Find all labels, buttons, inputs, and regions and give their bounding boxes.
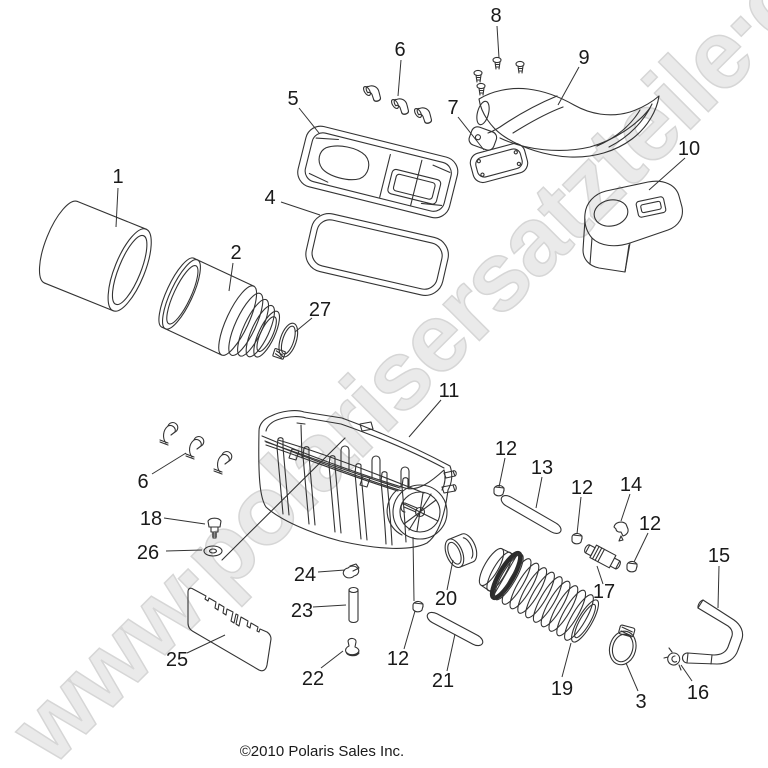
svg-text:1: 1 (112, 166, 123, 188)
svg-text:17: 17 (593, 581, 615, 603)
svg-text:23: 23 (291, 600, 313, 622)
svg-text:4: 4 (264, 187, 275, 209)
svg-text:8: 8 (490, 5, 501, 27)
svg-text:6: 6 (394, 39, 405, 61)
svg-text:20: 20 (435, 588, 457, 610)
svg-text:21: 21 (432, 670, 454, 692)
svg-text:7: 7 (447, 97, 458, 119)
svg-text:5: 5 (287, 88, 298, 110)
svg-text:13: 13 (531, 457, 553, 479)
svg-text:2: 2 (230, 242, 241, 264)
svg-text:24: 24 (294, 564, 316, 586)
svg-text:12: 12 (387, 648, 409, 670)
svg-text:12: 12 (639, 513, 661, 535)
svg-text:18: 18 (140, 508, 162, 530)
svg-text:©2010 Polaris Sales Inc.: ©2010 Polaris Sales Inc. (240, 743, 404, 760)
svg-text:14: 14 (620, 474, 642, 496)
svg-text:12: 12 (571, 477, 593, 499)
svg-text:27: 27 (309, 299, 331, 321)
svg-text:6: 6 (137, 471, 148, 493)
svg-text:25: 25 (166, 649, 188, 671)
svg-text:12: 12 (495, 438, 517, 460)
svg-text:16: 16 (687, 682, 709, 704)
svg-text:26: 26 (137, 542, 159, 564)
svg-text:10: 10 (678, 138, 700, 160)
svg-text:22: 22 (302, 668, 324, 690)
svg-text:15: 15 (708, 545, 730, 567)
svg-text:3: 3 (635, 691, 646, 713)
svg-text:11: 11 (439, 380, 460, 402)
svg-text:19: 19 (551, 678, 573, 700)
svg-text:9: 9 (578, 47, 589, 69)
